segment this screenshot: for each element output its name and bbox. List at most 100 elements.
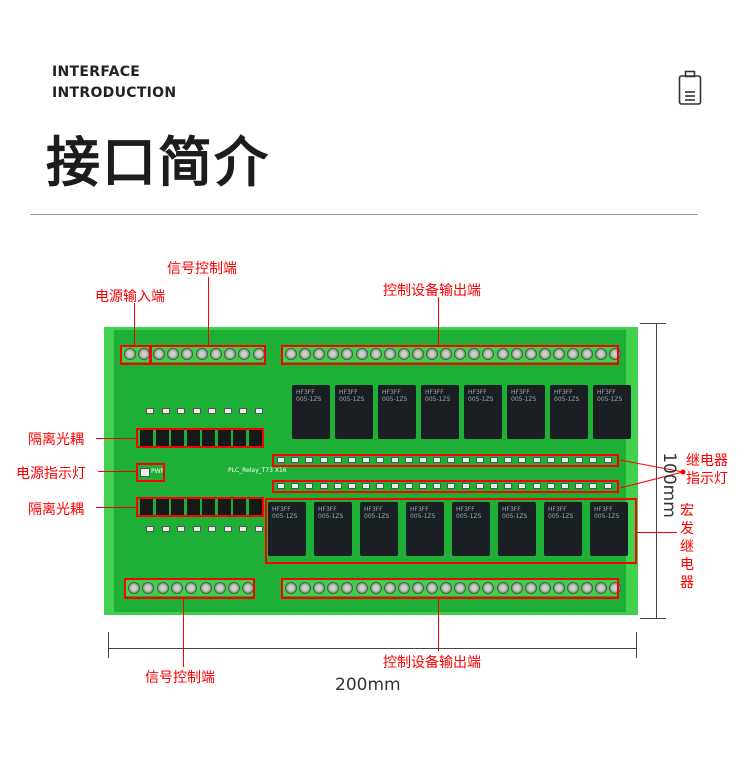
label-power-led: 电源指示灯 bbox=[16, 466, 86, 482]
power-led-box bbox=[136, 463, 165, 482]
leader-line bbox=[208, 277, 209, 345]
relay-led bbox=[603, 483, 612, 489]
relay-led bbox=[546, 483, 555, 489]
width-dimension-line bbox=[108, 648, 636, 649]
terminal-screw bbox=[426, 582, 438, 594]
leader-line bbox=[438, 599, 439, 651]
relay-led bbox=[348, 483, 356, 489]
relay: HF3FF 005-1ZS bbox=[498, 502, 536, 556]
relay-led bbox=[461, 457, 470, 463]
relay: HF3FF 005-1ZS bbox=[452, 502, 490, 556]
relay-led bbox=[319, 483, 328, 489]
width-dimension: 200mm bbox=[335, 675, 401, 695]
relay-marking: HF3FF 005-1ZS bbox=[364, 506, 390, 520]
terminal-screw bbox=[468, 348, 481, 360]
terminal-screw bbox=[383, 348, 396, 360]
relay-marking: HF3FF 005-1ZS bbox=[318, 506, 344, 520]
relay: HF3FF 005-1ZS bbox=[590, 502, 628, 556]
leader-line bbox=[134, 303, 135, 345]
height-dimension-line bbox=[656, 323, 657, 619]
relay-marking: HF3FF 005-1ZS bbox=[597, 389, 623, 403]
leader-line bbox=[438, 297, 439, 345]
relay-board bbox=[108, 327, 636, 615]
optocoupler bbox=[171, 430, 184, 447]
relay: HF3FF 005-1ZS bbox=[507, 385, 545, 439]
terminal-screw bbox=[581, 348, 594, 360]
relay-marking: HF3FF 005-1ZS bbox=[296, 389, 322, 403]
terminal-screw bbox=[524, 582, 537, 594]
label-opto-top: 隔离光耦 bbox=[28, 432, 84, 448]
relay: HF3FF 005-1ZS bbox=[335, 385, 373, 439]
power-led bbox=[140, 468, 150, 477]
signal-bottom-box bbox=[124, 578, 255, 599]
resistor bbox=[192, 526, 201, 532]
relay-led bbox=[277, 483, 285, 489]
terminal-screw bbox=[454, 348, 467, 360]
relay-led bbox=[575, 483, 584, 489]
relay-led bbox=[376, 457, 385, 463]
terminal-screw bbox=[524, 348, 537, 360]
relay: HF3FF 005-1ZS bbox=[550, 385, 588, 439]
label-opto-bottom: 隔离光耦 bbox=[28, 502, 84, 518]
leader-line bbox=[96, 438, 136, 439]
title-line-2: INTRODUCTION bbox=[52, 85, 177, 101]
relay-led bbox=[589, 457, 598, 463]
optocoupler bbox=[171, 499, 184, 516]
terminal-screw bbox=[411, 348, 424, 360]
leader-line bbox=[637, 532, 677, 533]
relay-led bbox=[575, 457, 584, 463]
relay: HF3FF 005-1ZS bbox=[544, 502, 582, 556]
optocoupler bbox=[248, 499, 262, 516]
terminal-screw bbox=[482, 348, 495, 360]
relay-led bbox=[561, 457, 569, 463]
relay-led bbox=[461, 483, 470, 489]
terminal-screw bbox=[285, 348, 297, 360]
relay: HF3FF 005-1ZS bbox=[593, 385, 631, 439]
relay-led bbox=[518, 483, 527, 489]
terminal-screw bbox=[152, 348, 165, 360]
terminal-screw bbox=[238, 348, 251, 360]
label-relay: 宏发继电器 bbox=[680, 503, 694, 591]
optocoupler bbox=[217, 430, 231, 447]
relay-led bbox=[532, 483, 541, 489]
relay-led bbox=[504, 457, 513, 463]
terminal-screw bbox=[552, 582, 565, 594]
terminal-screw bbox=[142, 582, 155, 594]
terminal-screw bbox=[454, 582, 467, 594]
terminal-screw bbox=[213, 582, 226, 594]
opto-top-box bbox=[136, 428, 264, 448]
terminal-screw bbox=[411, 582, 424, 594]
relay-led bbox=[404, 483, 413, 489]
relay-marking: HF3FF 005-1ZS bbox=[410, 506, 436, 520]
opto-bottom-box bbox=[136, 497, 264, 517]
terminal-screw bbox=[185, 582, 198, 594]
terminal-screw bbox=[199, 582, 212, 594]
terminal-screw bbox=[397, 582, 410, 594]
terminal-screw bbox=[496, 582, 509, 594]
terminal-screw bbox=[195, 348, 208, 360]
relay-led bbox=[390, 457, 399, 463]
leader-lines-led bbox=[619, 459, 686, 489]
relay-led bbox=[291, 457, 300, 463]
relay-marking: HF3FF 005-1ZS bbox=[272, 506, 298, 520]
dimension-tick bbox=[640, 618, 666, 619]
resistor bbox=[177, 408, 185, 414]
optocoupler bbox=[233, 430, 246, 447]
terminal-screw bbox=[341, 582, 354, 594]
terminal-screw bbox=[510, 582, 523, 594]
relay: HF3FF 005-1ZS bbox=[406, 502, 444, 556]
relay-led bbox=[419, 483, 427, 489]
terminal-screw bbox=[355, 582, 368, 594]
resistor bbox=[161, 526, 170, 532]
relay-marking: HF3FF 005-1ZS bbox=[468, 389, 494, 403]
relay: HF3FF 005-1ZS bbox=[292, 385, 330, 439]
terminal-screw bbox=[440, 348, 453, 360]
terminal-screw bbox=[181, 348, 194, 360]
relay-led bbox=[589, 483, 598, 489]
relay-marking: HF3FF 005-1ZS bbox=[382, 389, 408, 403]
relay-led bbox=[362, 457, 371, 463]
terminal-screw bbox=[567, 582, 579, 594]
terminal-screw bbox=[224, 348, 237, 360]
dimension-tick bbox=[636, 632, 637, 658]
